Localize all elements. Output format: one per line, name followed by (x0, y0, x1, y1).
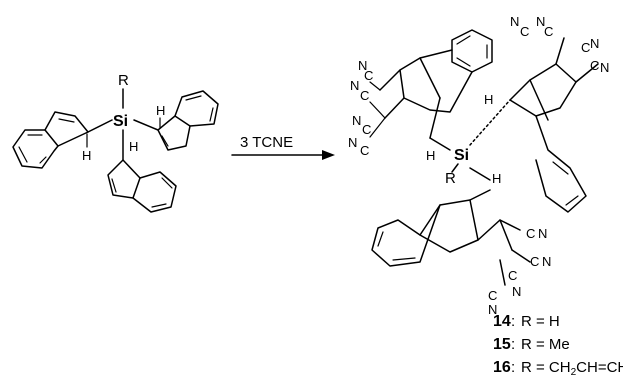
reactant-structure: R Si H H (12, 72, 219, 213)
compound-16: 16 : R = CH2CH=CH2 (493, 359, 623, 378)
product-structure: Si R H N C N C N C N C (348, 14, 609, 317)
svg-text:C: C (364, 68, 373, 83)
compound-16-number: 16 (493, 359, 511, 376)
compound-14-definition: R = H (521, 313, 560, 330)
svg-text:N: N (600, 60, 609, 75)
product-si-label: Si (454, 147, 469, 164)
compound-14-number: 14 (493, 313, 511, 330)
product-h-bottom: H (492, 171, 501, 186)
svg-text:C: C (360, 88, 369, 103)
svg-text:N: N (542, 254, 551, 269)
svg-text:N: N (590, 36, 599, 51)
svg-text:C: C (581, 40, 590, 55)
svg-text:N: N (538, 226, 547, 241)
product-cage-bottom: H C N C N C N C N (371, 167, 551, 317)
svg-text:C: C (544, 24, 553, 39)
reactant-h-right: H (156, 103, 165, 118)
compound-15-definition: R = Me (521, 336, 570, 353)
product-r-label: R (445, 170, 456, 187)
reaction-arrow: 3 TCNE (231, 134, 335, 160)
compound-legend: 14 : R = H 15 : R = Me 16 : R = CH2CH=CH… (493, 313, 623, 378)
reactant-h-bottom: H (129, 139, 138, 154)
svg-text:C: C (590, 58, 599, 73)
svg-text::: : (511, 313, 515, 330)
reactant-indenyl-bottom: H (107, 129, 177, 213)
arrow-head (322, 150, 335, 160)
reactant-si-label: Si (113, 113, 128, 130)
compound-14: 14 : R = H (493, 313, 560, 330)
svg-text:N: N (536, 14, 545, 29)
reactant-h-left: H (82, 148, 91, 163)
svg-text:N: N (358, 58, 367, 73)
reactant-indenyl-right: H (133, 90, 219, 151)
svg-text:C: C (362, 122, 371, 137)
svg-text:N: N (512, 284, 521, 299)
compound-15: 15 : R = Me (493, 336, 570, 353)
svg-text:C: C (508, 268, 517, 283)
svg-text:C: C (488, 288, 497, 303)
svg-text:N: N (488, 302, 497, 317)
svg-text:N: N (510, 14, 519, 29)
svg-text:C: C (526, 226, 535, 241)
product-h-top-right: H (484, 92, 493, 107)
reagent-label: 3 TCNE (240, 134, 293, 151)
svg-text:N: N (350, 78, 359, 93)
product-cage-top-right: H N C N C N C N C (469, 14, 609, 213)
svg-text:C: C (520, 24, 529, 39)
svg-text:N: N (348, 135, 357, 150)
product-h-top-left: H (426, 148, 435, 163)
svg-text::: : (511, 336, 515, 353)
reactant-indenyl-left: H (12, 111, 113, 169)
product-cage-top-left: H N C N C N C N C (348, 29, 493, 163)
svg-text:N: N (352, 113, 361, 128)
compound-15-number: 15 (493, 336, 511, 353)
reactant-r-label: R (118, 72, 129, 89)
svg-text:C: C (530, 254, 539, 269)
svg-text::: : (511, 359, 515, 376)
compound-16-definition: R = CH2CH=CH2 (521, 359, 623, 378)
svg-text:C: C (360, 143, 369, 158)
